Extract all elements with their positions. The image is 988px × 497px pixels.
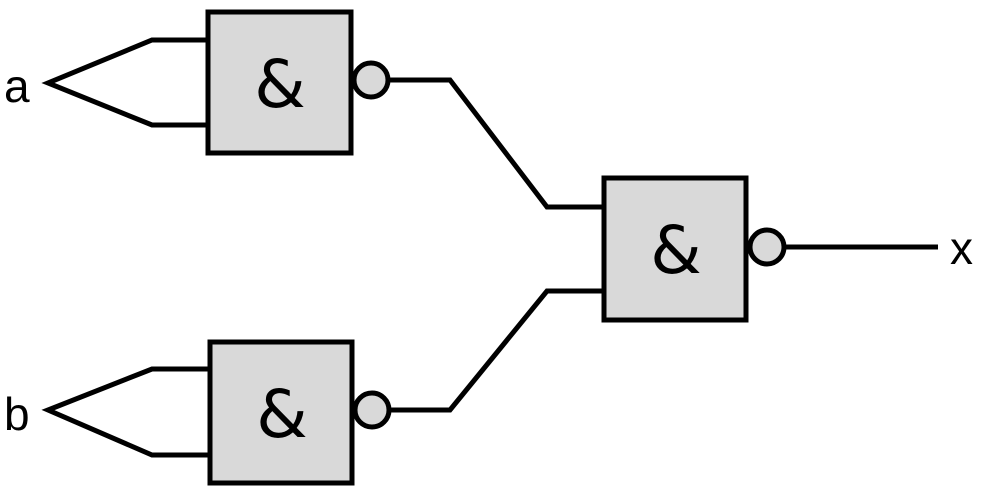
wire-gate2-to-gate3 — [390, 288, 604, 413]
output-label-x: x — [950, 222, 973, 274]
gate2-symbol: & — [256, 376, 307, 453]
nand-gate-1 — [205, 9, 354, 156]
gate3-symbol: & — [650, 212, 701, 289]
wire-gate1-to-gate3 — [389, 77, 604, 210]
wire-b-to-gate2 — [41, 366, 210, 458]
nand-gate-3 — [601, 175, 749, 323]
nand-gate-2 — [207, 339, 355, 486]
gate2-inversion-bubble — [352, 390, 392, 430]
gate3-inversion-bubble — [747, 227, 787, 267]
input-label-b: b — [4, 388, 30, 440]
gate1-symbol: & — [254, 46, 305, 123]
wire-a-to-gate1 — [41, 37, 208, 128]
input-label-a: a — [4, 60, 30, 112]
gate1-inversion-bubble — [351, 60, 391, 100]
